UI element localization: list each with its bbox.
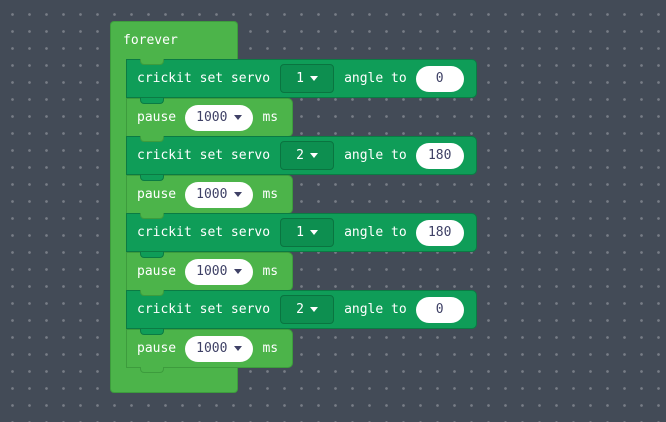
block-label: angle to: [344, 71, 407, 86]
chevron-down-icon: [309, 153, 318, 158]
crickit-set-servo-block[interactable]: crickit set servo 1 angle to 180: [126, 213, 477, 252]
crickit-set-servo-block[interactable]: crickit set servo 1 angle to 0: [126, 59, 477, 98]
chevron-down-icon: [234, 346, 243, 351]
block-label: ms: [262, 341, 279, 356]
crickit-set-servo-block[interactable]: crickit set servo 2 angle to 180: [126, 136, 477, 175]
dropdown-value: 1: [296, 225, 304, 240]
block-label: crickit set servo: [137, 225, 271, 240]
block-label: ms: [262, 264, 279, 279]
block-label: crickit set servo: [137, 148, 271, 163]
chevron-down-icon: [309, 307, 318, 312]
angle-value-field[interactable]: 180: [415, 142, 464, 169]
connector-tab: [140, 59, 164, 65]
servo-number-dropdown[interactable]: 2: [280, 141, 335, 170]
block-label: pause: [137, 187, 177, 202]
crickit-set-servo-block[interactable]: crickit set servo 2 angle to 0: [126, 290, 477, 329]
pause-block[interactable]: pause 1000 ms: [126, 329, 294, 368]
angle-value-field[interactable]: 0: [415, 296, 464, 323]
dropdown-value: 1000: [196, 264, 228, 279]
forever-block-header[interactable]: forever: [110, 21, 238, 59]
block-label: pause: [137, 264, 177, 279]
chevron-down-icon: [234, 269, 243, 274]
block-label: pause: [137, 341, 177, 356]
duration-dropdown[interactable]: 1000: [185, 181, 254, 208]
connector-tab: [140, 252, 164, 258]
block-label: angle to: [344, 302, 407, 317]
duration-dropdown[interactable]: 1000: [185, 258, 254, 285]
block-label: angle to: [344, 225, 407, 240]
dropdown-value: 1000: [196, 341, 228, 356]
forever-block-spine[interactable]: [110, 40, 126, 380]
pause-block[interactable]: pause 1000 ms: [126, 98, 294, 137]
block-label: pause: [137, 110, 177, 125]
block-label: ms: [262, 187, 279, 202]
pause-block[interactable]: pause 1000 ms: [126, 252, 294, 291]
forever-label: forever: [123, 33, 178, 48]
dropdown-value: 1000: [196, 187, 228, 202]
block-label: ms: [262, 110, 279, 125]
connector-tab: [140, 329, 164, 335]
dropdown-value: 1000: [196, 110, 228, 125]
chevron-down-icon: [234, 115, 243, 120]
forever-block-footer[interactable]: [110, 367, 238, 393]
block-label: crickit set servo: [137, 302, 271, 317]
angle-value-field[interactable]: 0: [415, 65, 464, 92]
dropdown-value: 2: [296, 302, 304, 317]
pause-block[interactable]: pause 1000 ms: [126, 175, 294, 214]
chevron-down-icon: [234, 192, 243, 197]
connector-tab: [140, 213, 164, 219]
dropdown-value: 2: [296, 148, 304, 163]
connector-tab: [140, 98, 164, 104]
dropdown-value: 1: [296, 71, 304, 86]
chevron-down-icon: [309, 76, 318, 81]
connector-tab: [140, 136, 164, 142]
block-label: angle to: [344, 148, 407, 163]
block-label: crickit set servo: [137, 71, 271, 86]
servo-number-dropdown[interactable]: 1: [280, 64, 335, 93]
connector-tab: [140, 175, 164, 181]
angle-value-field[interactable]: 180: [415, 219, 464, 246]
servo-number-dropdown[interactable]: 2: [280, 295, 335, 324]
servo-number-dropdown[interactable]: 1: [280, 218, 335, 247]
duration-dropdown[interactable]: 1000: [185, 335, 254, 362]
duration-dropdown[interactable]: 1000: [185, 104, 254, 131]
connector-tab: [140, 367, 164, 373]
connector-tab: [140, 290, 164, 296]
chevron-down-icon: [309, 230, 318, 235]
